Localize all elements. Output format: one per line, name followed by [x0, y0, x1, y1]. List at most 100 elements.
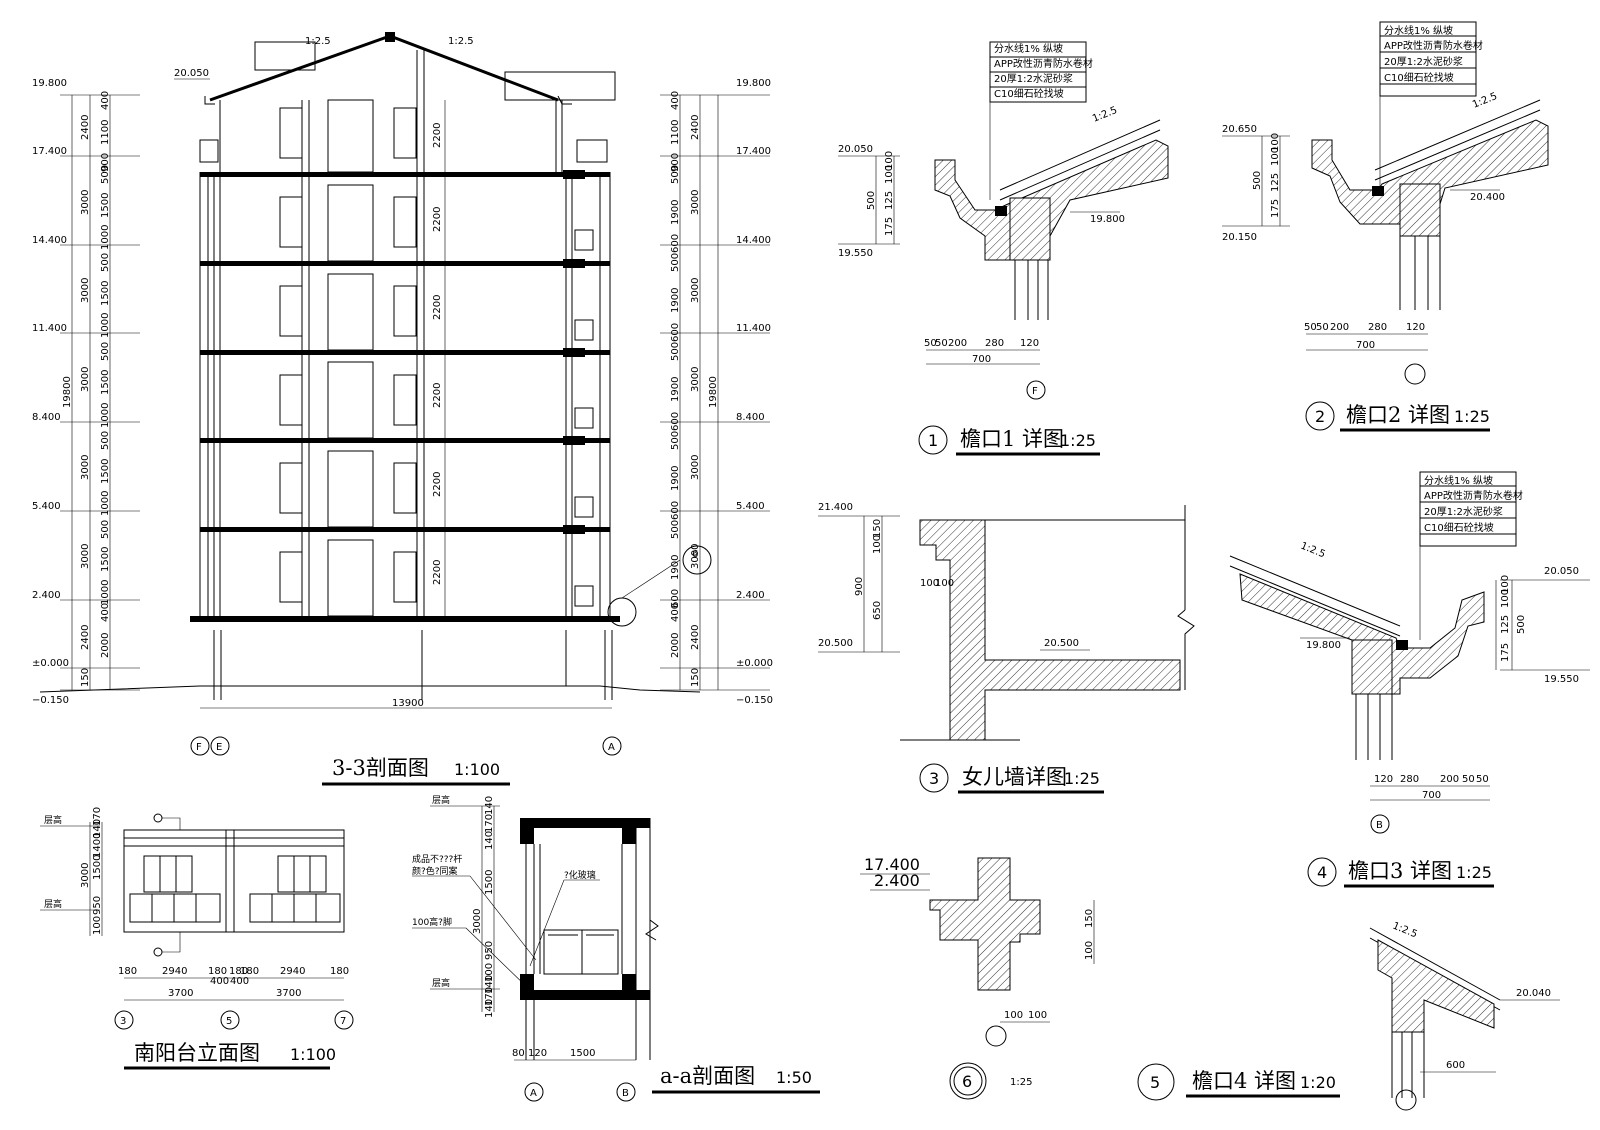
- svg-text:C10细石砼找坡: C10细石砼找坡: [1424, 521, 1494, 534]
- ridge-level: 20.050: [174, 68, 209, 79]
- svg-text:500: 500: [670, 253, 681, 272]
- svg-text:B: B: [622, 1088, 629, 1099]
- svg-text:1:2.5: 1:2.5: [1471, 91, 1499, 111]
- svg-text:280: 280: [985, 338, 1004, 349]
- svg-text:17.400: 17.400: [736, 146, 771, 157]
- detail-4-scale: 1:25: [1456, 863, 1492, 882]
- svg-text:3000: 3000: [80, 367, 91, 392]
- svg-text:3000: 3000: [80, 863, 91, 888]
- svg-text:50: 50: [1304, 322, 1317, 333]
- svg-text:20.150: 20.150: [1222, 232, 1257, 243]
- svg-text:500: 500: [100, 520, 111, 539]
- svg-text:100: 100: [872, 535, 883, 554]
- svg-text:150: 150: [872, 519, 883, 538]
- svg-text:20.400: 20.400: [1470, 192, 1505, 203]
- svg-text:19.550: 19.550: [1544, 674, 1579, 685]
- svg-text:19.800: 19.800: [32, 78, 67, 89]
- svg-text:−0.150: −0.150: [32, 695, 69, 706]
- svg-text:500: 500: [100, 431, 111, 450]
- svg-text:400: 400: [100, 603, 111, 622]
- svg-text:14.400: 14.400: [32, 235, 67, 246]
- svg-text:100: 100: [1270, 133, 1281, 152]
- svg-text:2400: 2400: [690, 625, 701, 650]
- svg-text:400: 400: [100, 91, 111, 110]
- svg-text:B: B: [1376, 820, 1383, 831]
- detail-3-parapet: 21.400 20.500 20.500 900 650 100 150 100…: [818, 502, 1195, 794]
- svg-text:20.050: 20.050: [1544, 566, 1579, 577]
- svg-text:APP改性沥青防水卷材: APP改性沥青防水卷材: [994, 57, 1093, 70]
- svg-text:125: 125: [1500, 615, 1511, 634]
- svg-text:3700: 3700: [276, 988, 301, 999]
- svg-text:APP改性沥青防水卷材: APP改性沥青防水卷材: [1424, 489, 1523, 502]
- svg-text:140: 140: [484, 796, 495, 815]
- svg-text:100: 100: [920, 578, 939, 589]
- svg-text:2400: 2400: [690, 115, 701, 140]
- svg-text:A: A: [530, 1088, 537, 1099]
- svg-text:100: 100: [1500, 575, 1511, 594]
- right-dim-column: 19.800 17.400 14.400 11.400 8.400 5.400 …: [660, 78, 773, 706]
- svg-text:19.800: 19.800: [736, 78, 771, 89]
- svg-text:125: 125: [1270, 173, 1281, 192]
- svg-text:1900: 1900: [670, 200, 681, 225]
- svg-text:140: 140: [92, 819, 103, 838]
- axis-A: [602, 736, 622, 756]
- svg-text:175: 175: [884, 217, 895, 236]
- svg-text:±0.000: ±0.000: [736, 658, 773, 669]
- color-note: 颜?色?同案: [412, 865, 458, 877]
- svg-text:50: 50: [924, 338, 937, 349]
- svg-text:3000: 3000: [80, 544, 91, 569]
- svg-text:−0.150: −0.150: [736, 695, 773, 706]
- detail-5-title: 檐口4 详图: [1192, 1069, 1296, 1093]
- sill-note: 100高?脚: [412, 916, 452, 928]
- svg-text:2.400: 2.400: [32, 590, 61, 601]
- svg-text:150: 150: [80, 668, 91, 687]
- south-balcony-elevation: 层高 层高 3000 1500 1400 140 170 950 100 180…: [40, 807, 354, 1070]
- svg-text:1000: 1000: [100, 313, 111, 338]
- svg-text:500: 500: [670, 520, 681, 539]
- svg-text:层高: 层高: [44, 814, 62, 826]
- svg-text:2940: 2940: [162, 966, 187, 977]
- svg-text:C10细石砼找坡: C10细石砼找坡: [1384, 71, 1454, 84]
- svg-text:200: 200: [1440, 774, 1459, 785]
- svg-text:7: 7: [340, 1016, 346, 1027]
- detail-2-title: 檐口2 详图: [1346, 403, 1450, 427]
- svg-text:700: 700: [1356, 340, 1375, 351]
- svg-text:1500: 1500: [100, 547, 111, 572]
- svg-text:层高: 层高: [432, 977, 450, 989]
- svg-text:950: 950: [484, 941, 495, 960]
- detail-6-junction: 17.400 2.400 150 100 100 100 6 1:25: [860, 855, 1095, 1100]
- svg-text:±0.000: ±0.000: [32, 658, 69, 669]
- svg-text:400: 400: [670, 603, 681, 622]
- svg-text:3000: 3000: [690, 544, 701, 569]
- svg-text:6: 6: [962, 1072, 972, 1091]
- south-balcony-scale: 1:100: [290, 1045, 336, 1064]
- svg-text:11.400: 11.400: [32, 323, 67, 334]
- svg-text:600: 600: [670, 589, 681, 608]
- detail-1-title: 檐口1 详图: [960, 427, 1064, 451]
- svg-text:2400: 2400: [80, 625, 91, 650]
- svg-text:F: F: [196, 742, 202, 753]
- svg-text:1900: 1900: [670, 466, 681, 491]
- detail-5-eave: 1:2.5 20.040 600 5 檐口4 详图 1:20: [1137, 921, 1560, 1111]
- svg-text:170: 170: [484, 987, 495, 1006]
- svg-text:11.400: 11.400: [736, 323, 771, 334]
- svg-text:5: 5: [226, 1016, 232, 1027]
- svg-text:100: 100: [1500, 589, 1511, 608]
- svg-text:600: 600: [670, 234, 681, 253]
- svg-text:1500: 1500: [92, 855, 103, 880]
- svg-text:600: 600: [1446, 1060, 1465, 1071]
- svg-text:1100: 1100: [100, 120, 111, 145]
- svg-text:100: 100: [884, 151, 895, 170]
- svg-text:3000: 3000: [80, 278, 91, 303]
- svg-text:APP改性沥青防水卷材: APP改性沥青防水卷材: [1384, 39, 1483, 52]
- svg-text:5.400: 5.400: [32, 501, 61, 512]
- svg-text:100: 100: [1084, 941, 1095, 960]
- svg-text:2200: 2200: [432, 560, 443, 585]
- svg-text:140: 140: [484, 975, 495, 994]
- svg-text:4: 4: [1317, 863, 1327, 882]
- svg-text:100: 100: [484, 963, 495, 982]
- axis-E: [210, 736, 230, 756]
- svg-text:3000: 3000: [80, 190, 91, 215]
- svg-text:100: 100: [92, 916, 103, 935]
- detail-6-callout[interactable]: [607, 597, 637, 627]
